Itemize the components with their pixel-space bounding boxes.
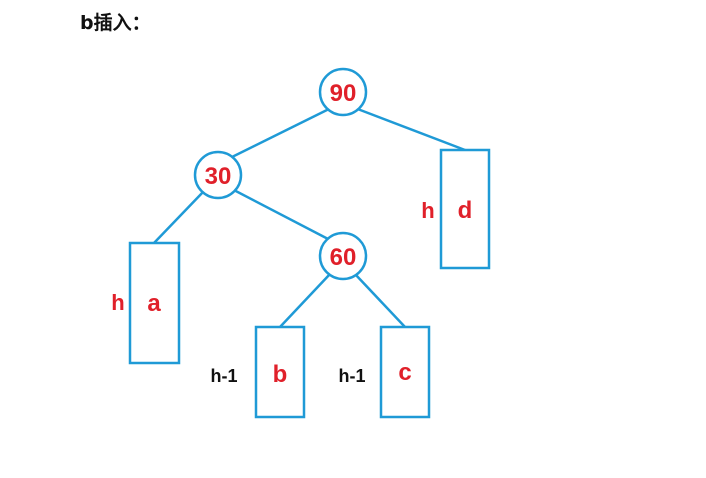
tree-edges bbox=[153, 106, 466, 328]
node-90-circle bbox=[318, 67, 368, 117]
subtree-a-box bbox=[128, 241, 181, 365]
subtree-c: c h-1 bbox=[339, 325, 431, 419]
subtree-c-label: c bbox=[398, 359, 411, 386]
subtree-d-label: d bbox=[458, 197, 473, 224]
edge-90-d bbox=[354, 106, 466, 152]
edge-30-60 bbox=[229, 186, 331, 242]
node-60-label: 60 bbox=[330, 244, 357, 271]
subtree-a-label: a bbox=[147, 290, 161, 317]
subtree-b-height: h-1 bbox=[211, 366, 238, 386]
node-30: 30 bbox=[193, 150, 243, 200]
edge-60-b bbox=[279, 273, 331, 328]
edge-30-a bbox=[153, 190, 205, 244]
subtree-d-box bbox=[439, 148, 491, 270]
subtree-c-height: h-1 bbox=[339, 366, 366, 386]
node-30-circle bbox=[193, 150, 243, 200]
subtree-b: b h-1 bbox=[211, 325, 306, 419]
node-30-label: 30 bbox=[205, 163, 232, 190]
subtree-a: a h bbox=[111, 241, 181, 365]
edge-90-30 bbox=[231, 106, 332, 159]
subtree-d-height: h bbox=[421, 198, 434, 223]
diagram-title: b插入： bbox=[80, 12, 151, 34]
subtree-b-label: b bbox=[273, 361, 288, 388]
edge-60-c bbox=[354, 273, 406, 328]
node-60-circle bbox=[318, 231, 368, 281]
node-90-label: 90 bbox=[330, 80, 357, 107]
subtree-c-box bbox=[379, 325, 431, 419]
subtree-d: d h bbox=[421, 148, 491, 270]
subtree-a-height: h bbox=[111, 290, 124, 315]
node-60: 60 bbox=[318, 231, 368, 281]
subtree-b-box bbox=[254, 325, 306, 419]
node-90: 90 bbox=[318, 67, 368, 117]
